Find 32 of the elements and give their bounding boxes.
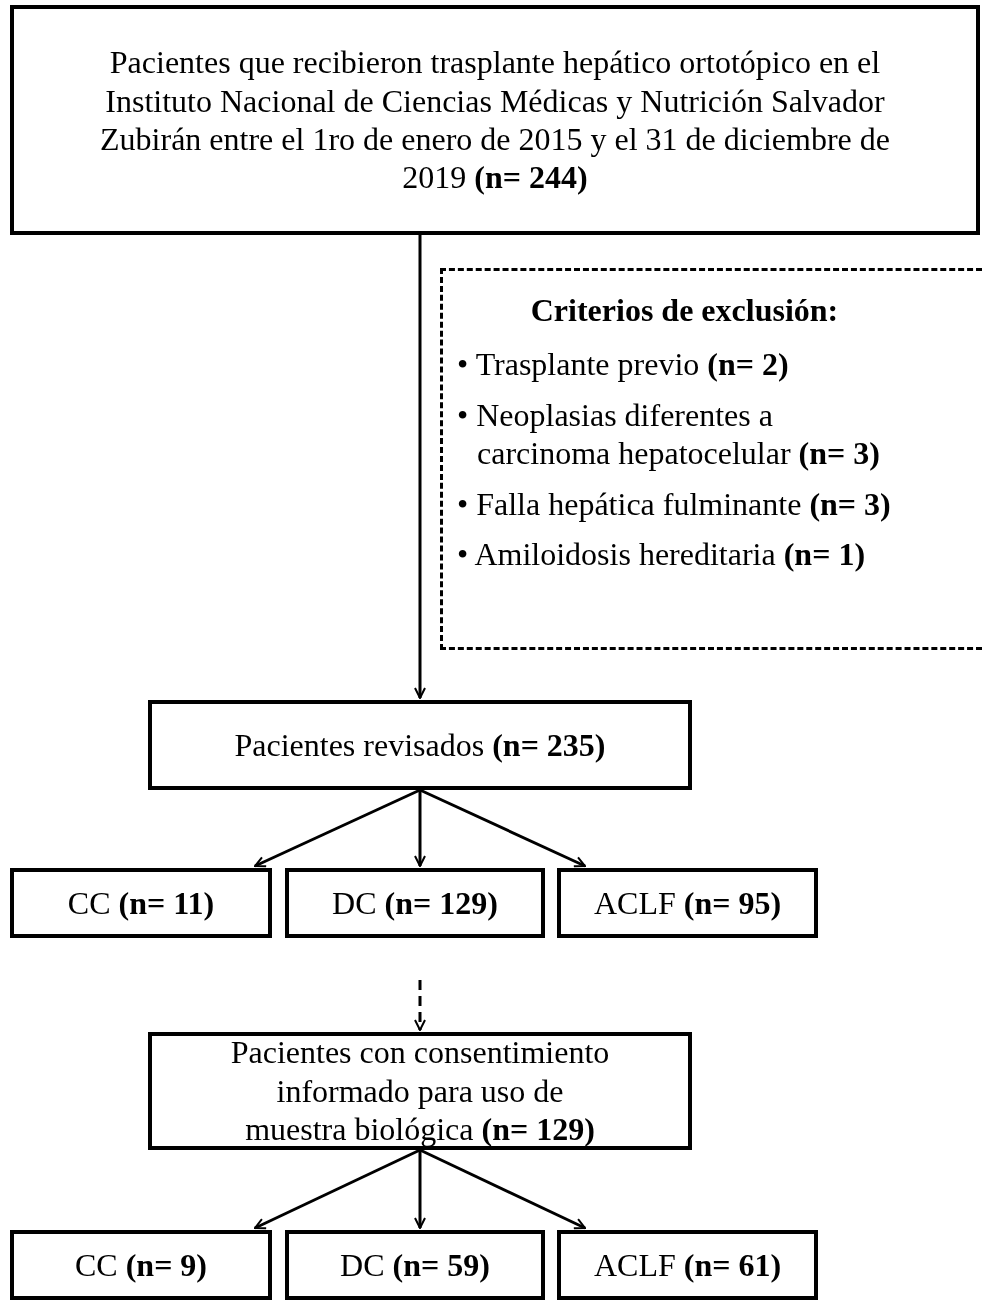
list-item: • Neoplasias diferentes a carcinoma hepatocelular (n= 3) <box>457 395 881 473</box>
process-box <box>10 868 272 938</box>
box-text: DC (n= 59) <box>340 1245 490 1285</box>
arrow <box>254 1148 421 1230</box>
arrow <box>254 788 421 868</box>
process-box <box>10 5 980 235</box>
list-item: • Trasplante previo (n= 2) <box>457 345 789 384</box>
box-text: DC (n= 129) <box>332 883 498 923</box>
exclusion-box <box>440 268 982 650</box>
box-text: CC (n= 9) <box>75 1245 207 1285</box>
arrow <box>414 1150 426 1229</box>
box-text: ACLF (n= 61) <box>593 1245 782 1285</box>
process-box <box>148 1032 692 1150</box>
arrow <box>414 235 426 699</box>
list-item: • Amiloidosis hereditaria (n= 1) <box>457 534 866 574</box>
process-box <box>557 868 818 938</box>
box-text: ACLF (n= 95) <box>593 883 782 923</box>
box-text: Pacientes que recibieron trasplante hepático ortotópico en el Instituto Nacional de Ciencias Médicas y Nutrición Salvador Zubirán entre el 1ro de enero de 2015 y el 31 de diciembre de 2019 (n= 244) <box>99 43 891 197</box>
box-text: Pacientes con consentimiento informado para uso de muestra biológica (n= 129) <box>229 1033 611 1149</box>
process-box <box>10 1230 272 1300</box>
box-text: Pacientes revisados (n= 235) <box>234 725 606 765</box>
process-box <box>285 868 545 938</box>
list-item: • Falla hepática fulminante (n= 3) <box>457 484 891 523</box>
arrow <box>419 788 586 868</box>
process-box <box>285 1230 545 1300</box>
box-text: CC (n= 11) <box>67 883 215 923</box>
arrow <box>419 1148 586 1230</box>
process-box <box>557 1230 818 1300</box>
process-box <box>148 700 692 790</box>
heading-text: Criterios de exclusión: <box>530 291 839 330</box>
arrow <box>414 790 426 867</box>
arrow <box>414 980 426 1031</box>
